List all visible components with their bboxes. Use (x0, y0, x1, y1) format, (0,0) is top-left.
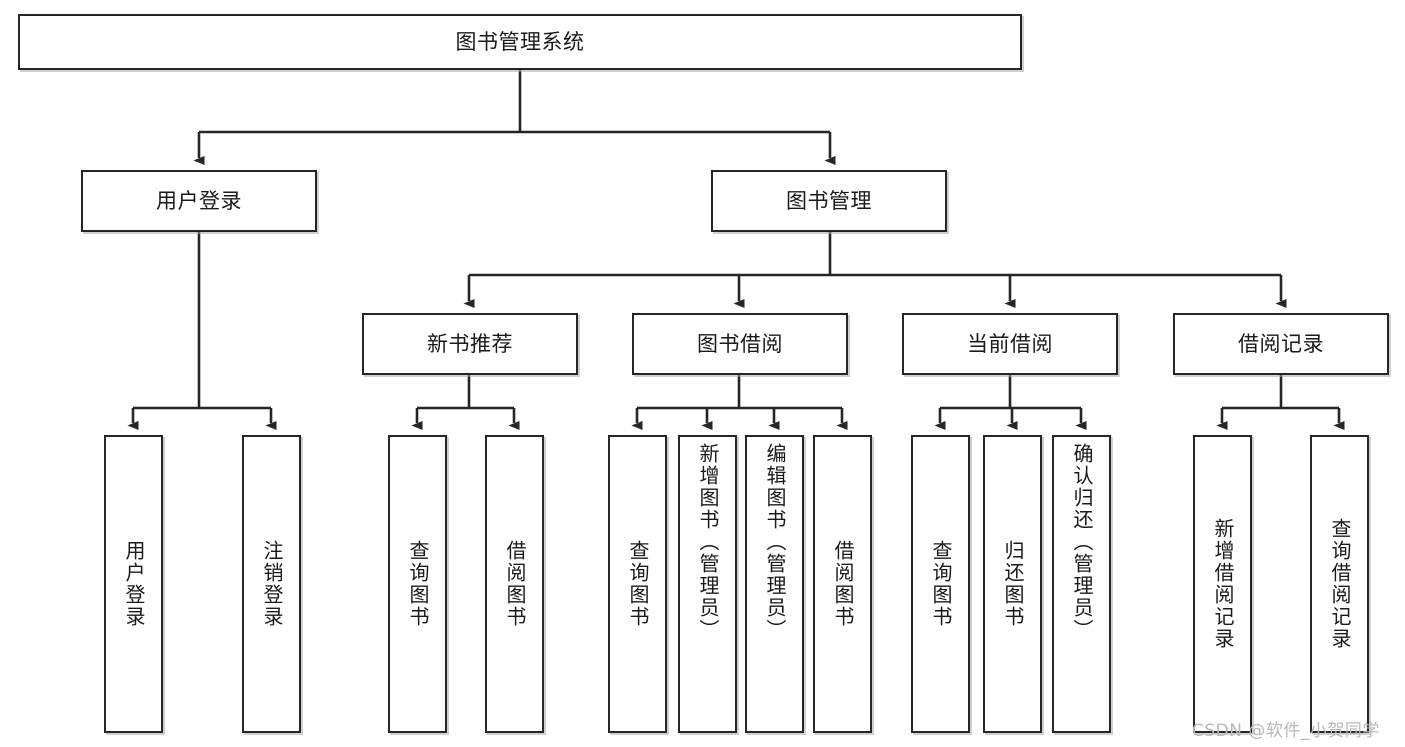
node-label: 借阅图书 (503, 540, 527, 628)
node-leaf-query-book-borrow[interactable]: 查询图书 (608, 435, 667, 733)
node-book-borrow[interactable]: 图书借阅 (632, 313, 848, 375)
node-current-borrow[interactable]: 当前借阅 (902, 313, 1118, 375)
node-leaf-return-book[interactable]: 归还图书 (983, 435, 1042, 733)
node-label: 注销登录 (260, 540, 284, 628)
node-label: 图书借阅 (697, 331, 783, 356)
node-label: 查询借阅记录 (1328, 518, 1352, 650)
node-label: 归还图书 (1001, 540, 1025, 628)
node-leaf-borrow-book[interactable]: 借阅图书 (813, 435, 872, 733)
node-label: 图书管理系统 (455, 29, 585, 54)
watermark-text: CSDN @软件_小贺同学 (1192, 721, 1380, 741)
node-label: 新增图书（管理员） (696, 443, 720, 641)
node-new-book-recommend[interactable]: 新书推荐 (362, 313, 578, 375)
node-label: 图书管理 (786, 188, 872, 213)
node-label: 借阅记录 (1238, 331, 1324, 356)
node-user-login[interactable]: 用户登录 (81, 170, 317, 232)
node-leaf-user-login[interactable]: 用户登录 (104, 435, 163, 733)
node-label: 确认归还（管理员） (1070, 443, 1094, 641)
node-borrow-record[interactable]: 借阅记录 (1173, 313, 1389, 375)
node-leaf-user-logout[interactable]: 注销登录 (242, 435, 301, 733)
node-leaf-query-book-recommend[interactable]: 查询图书 (388, 435, 447, 733)
node-leaf-confirm-return-admin[interactable]: 确认归还（管理员） (1052, 435, 1111, 733)
node-label: 用户登录 (122, 540, 146, 628)
node-leaf-query-book-current[interactable]: 查询图书 (911, 435, 970, 733)
node-label: 查询图书 (406, 540, 430, 628)
node-label: 用户登录 (156, 188, 242, 213)
node-label: 当前借阅 (967, 331, 1053, 356)
node-leaf-add-book-admin[interactable]: 新增图书（管理员） (678, 435, 737, 733)
node-book-manage[interactable]: 图书管理 (711, 170, 947, 232)
node-leaf-query-borrow-record[interactable]: 查询借阅记录 (1310, 435, 1369, 733)
node-root-system[interactable]: 图书管理系统 (18, 14, 1022, 70)
node-label: 查询图书 (929, 540, 953, 628)
node-label: 新书推荐 (427, 331, 513, 356)
node-label: 编辑图书（管理员） (763, 443, 787, 641)
node-leaf-edit-book-admin[interactable]: 编辑图书（管理员） (745, 435, 804, 733)
node-leaf-add-borrow-record[interactable]: 新增借阅记录 (1193, 435, 1252, 733)
node-label: 借阅图书 (831, 540, 855, 628)
node-label: 查询图书 (626, 540, 650, 628)
node-leaf-borrow-book-recommend[interactable]: 借阅图书 (485, 435, 544, 733)
node-label: 新增借阅记录 (1211, 518, 1235, 650)
